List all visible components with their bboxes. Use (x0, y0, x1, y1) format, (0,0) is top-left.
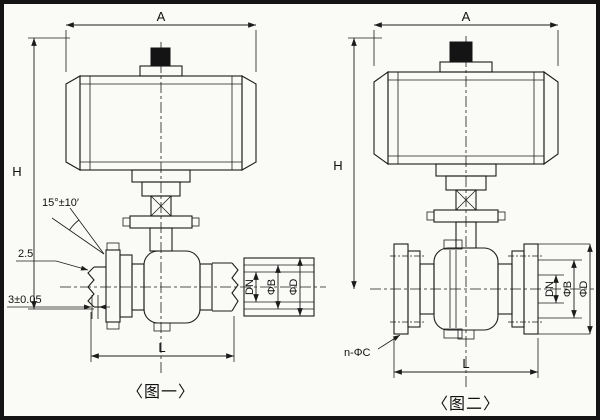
solenoid-knob (150, 47, 171, 67)
actuator-right-cap (241, 75, 257, 171)
figure1-dimension-l: L (90, 312, 235, 362)
figure1-dimension-a: A (65, 9, 257, 72)
figure2-centerlines (370, 36, 594, 388)
figure2-diameter-dims: DN ΦB ΦD (538, 243, 593, 335)
figure1-dimension-h: H (12, 37, 94, 310)
figure2-dimension-l: L (393, 338, 539, 378)
figure1: DN ΦB ΦD A H 15°±10′ 2.5 (7, 9, 326, 401)
figure2-actuator (373, 41, 559, 166)
figure1-angle-annotation: 15°±10′ (42, 197, 105, 255)
figure1-phi-b-label: ΦB (266, 279, 278, 295)
figure2-dimension-h: H (333, 37, 382, 289)
actuator-left-cap (65, 75, 81, 171)
valve-flange (105, 249, 121, 323)
solenoid-knob (449, 41, 473, 63)
ball-housing (143, 250, 201, 324)
figure1-valve-body (87, 242, 239, 332)
figure2-phi-b-label: ΦB (562, 281, 574, 297)
figure1-dn-label: DN (244, 279, 256, 295)
figure2-caption: 〈图二〉 (432, 396, 500, 413)
figure1-gap-note: 3±0.05 (7, 294, 110, 319)
figure2-l-label: L (462, 356, 469, 371)
right-flange (523, 243, 539, 335)
figure2-dimension-a: A (373, 9, 559, 66)
figure1-centerlines (60, 42, 326, 376)
figure2-bolt-holes-note: n-ΦC (344, 334, 401, 359)
figure1-angle-label: 15°±10′ (42, 197, 79, 209)
weld-end-serration-right (231, 262, 239, 312)
actuator-right-cap (543, 70, 559, 166)
figure1-caption: 〈图一〉 (127, 384, 195, 401)
figure1-l-label: L (158, 340, 165, 355)
figure2: DN ΦB ΦD A H n-ΦC L 〈图二〉 (333, 9, 594, 413)
figure2-phi-d-label: ΦD (578, 281, 590, 298)
figure1-mounting-bracket (122, 169, 200, 252)
drain-plug (153, 322, 171, 332)
figure1-a-label: A (157, 9, 166, 24)
valve-drawing: DN ΦB ΦD A H 15°±10′ 2.5 (7, 9, 594, 413)
figure1-end-view: DN ΦB ΦD (243, 257, 315, 317)
figure1-serration-label: 2.5 (18, 248, 33, 260)
figure2-mounting-bracket (426, 163, 506, 249)
figure1-h-label: H (12, 164, 21, 179)
drain-plug (457, 329, 475, 340)
figure1-serration-note: 2.5 (16, 248, 89, 271)
figure2-dn-label: DN (544, 281, 556, 297)
figure2-valve-body (390, 239, 542, 340)
figure1-gap-label: 3±0.05 (8, 294, 42, 306)
figure1-phi-d-label: ΦD (288, 279, 300, 296)
figure2-h-label: H (333, 158, 342, 173)
actuator-left-cap (373, 70, 389, 166)
figure2-a-label: A (462, 9, 471, 24)
weld-end-serration-left (87, 266, 95, 308)
figure2-bolt-holes-label: n-ΦC (344, 347, 371, 359)
